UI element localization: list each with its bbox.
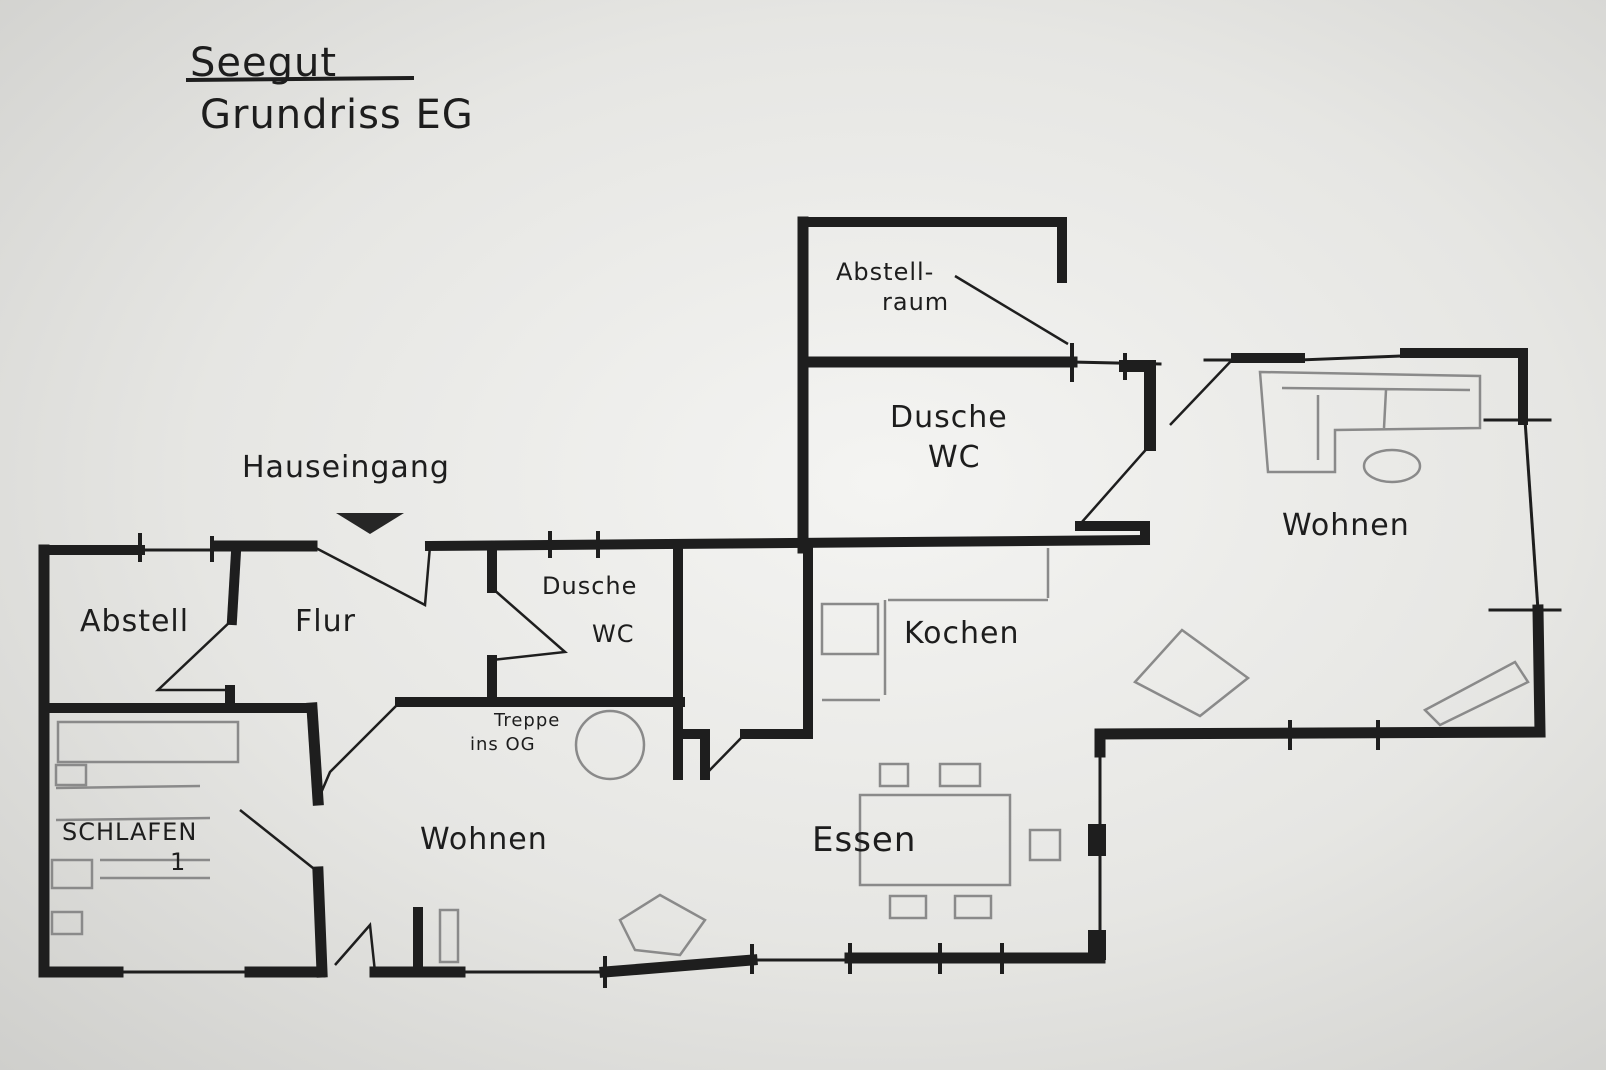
door-swings (154, 274, 1233, 973)
plan-title: Seegut (190, 40, 338, 86)
room-abstell-left-label: Abstell (80, 604, 190, 639)
room-essen-label: Essen (812, 820, 917, 860)
entrance-triangle-icon (336, 513, 404, 534)
room-dusche-wc-left-label-1: Dusche (542, 572, 638, 600)
room-wohnen-right-label: Wohnen (1282, 508, 1410, 543)
room-dusche-wc-top-label-2: WC (928, 440, 981, 475)
stair-label-1: Treppe (494, 710, 561, 731)
room-schlafen-label: SCHLAFEN (62, 818, 198, 846)
room-dusche-wc-top-label-1: Dusche (890, 400, 1008, 435)
room-wohnen-center-label: Wohnen (420, 822, 548, 857)
room-abstellraum-label-2: raum (882, 288, 950, 316)
walls (38, 75, 1562, 988)
plan-subtitle: Grundriss EG (200, 92, 474, 138)
entrance-label: Hauseingang (242, 450, 450, 485)
stair-label-2: ins OG (470, 734, 536, 755)
room-flur-label: Flur (295, 604, 356, 639)
room-abstellraum-label-1: Abstell- (836, 258, 935, 286)
room-kochen-label: Kochen (904, 616, 1020, 651)
room-schlafen-number: 1 (170, 848, 187, 876)
furniture (50, 370, 1530, 964)
room-dusche-wc-left-label-2: WC (592, 620, 635, 648)
